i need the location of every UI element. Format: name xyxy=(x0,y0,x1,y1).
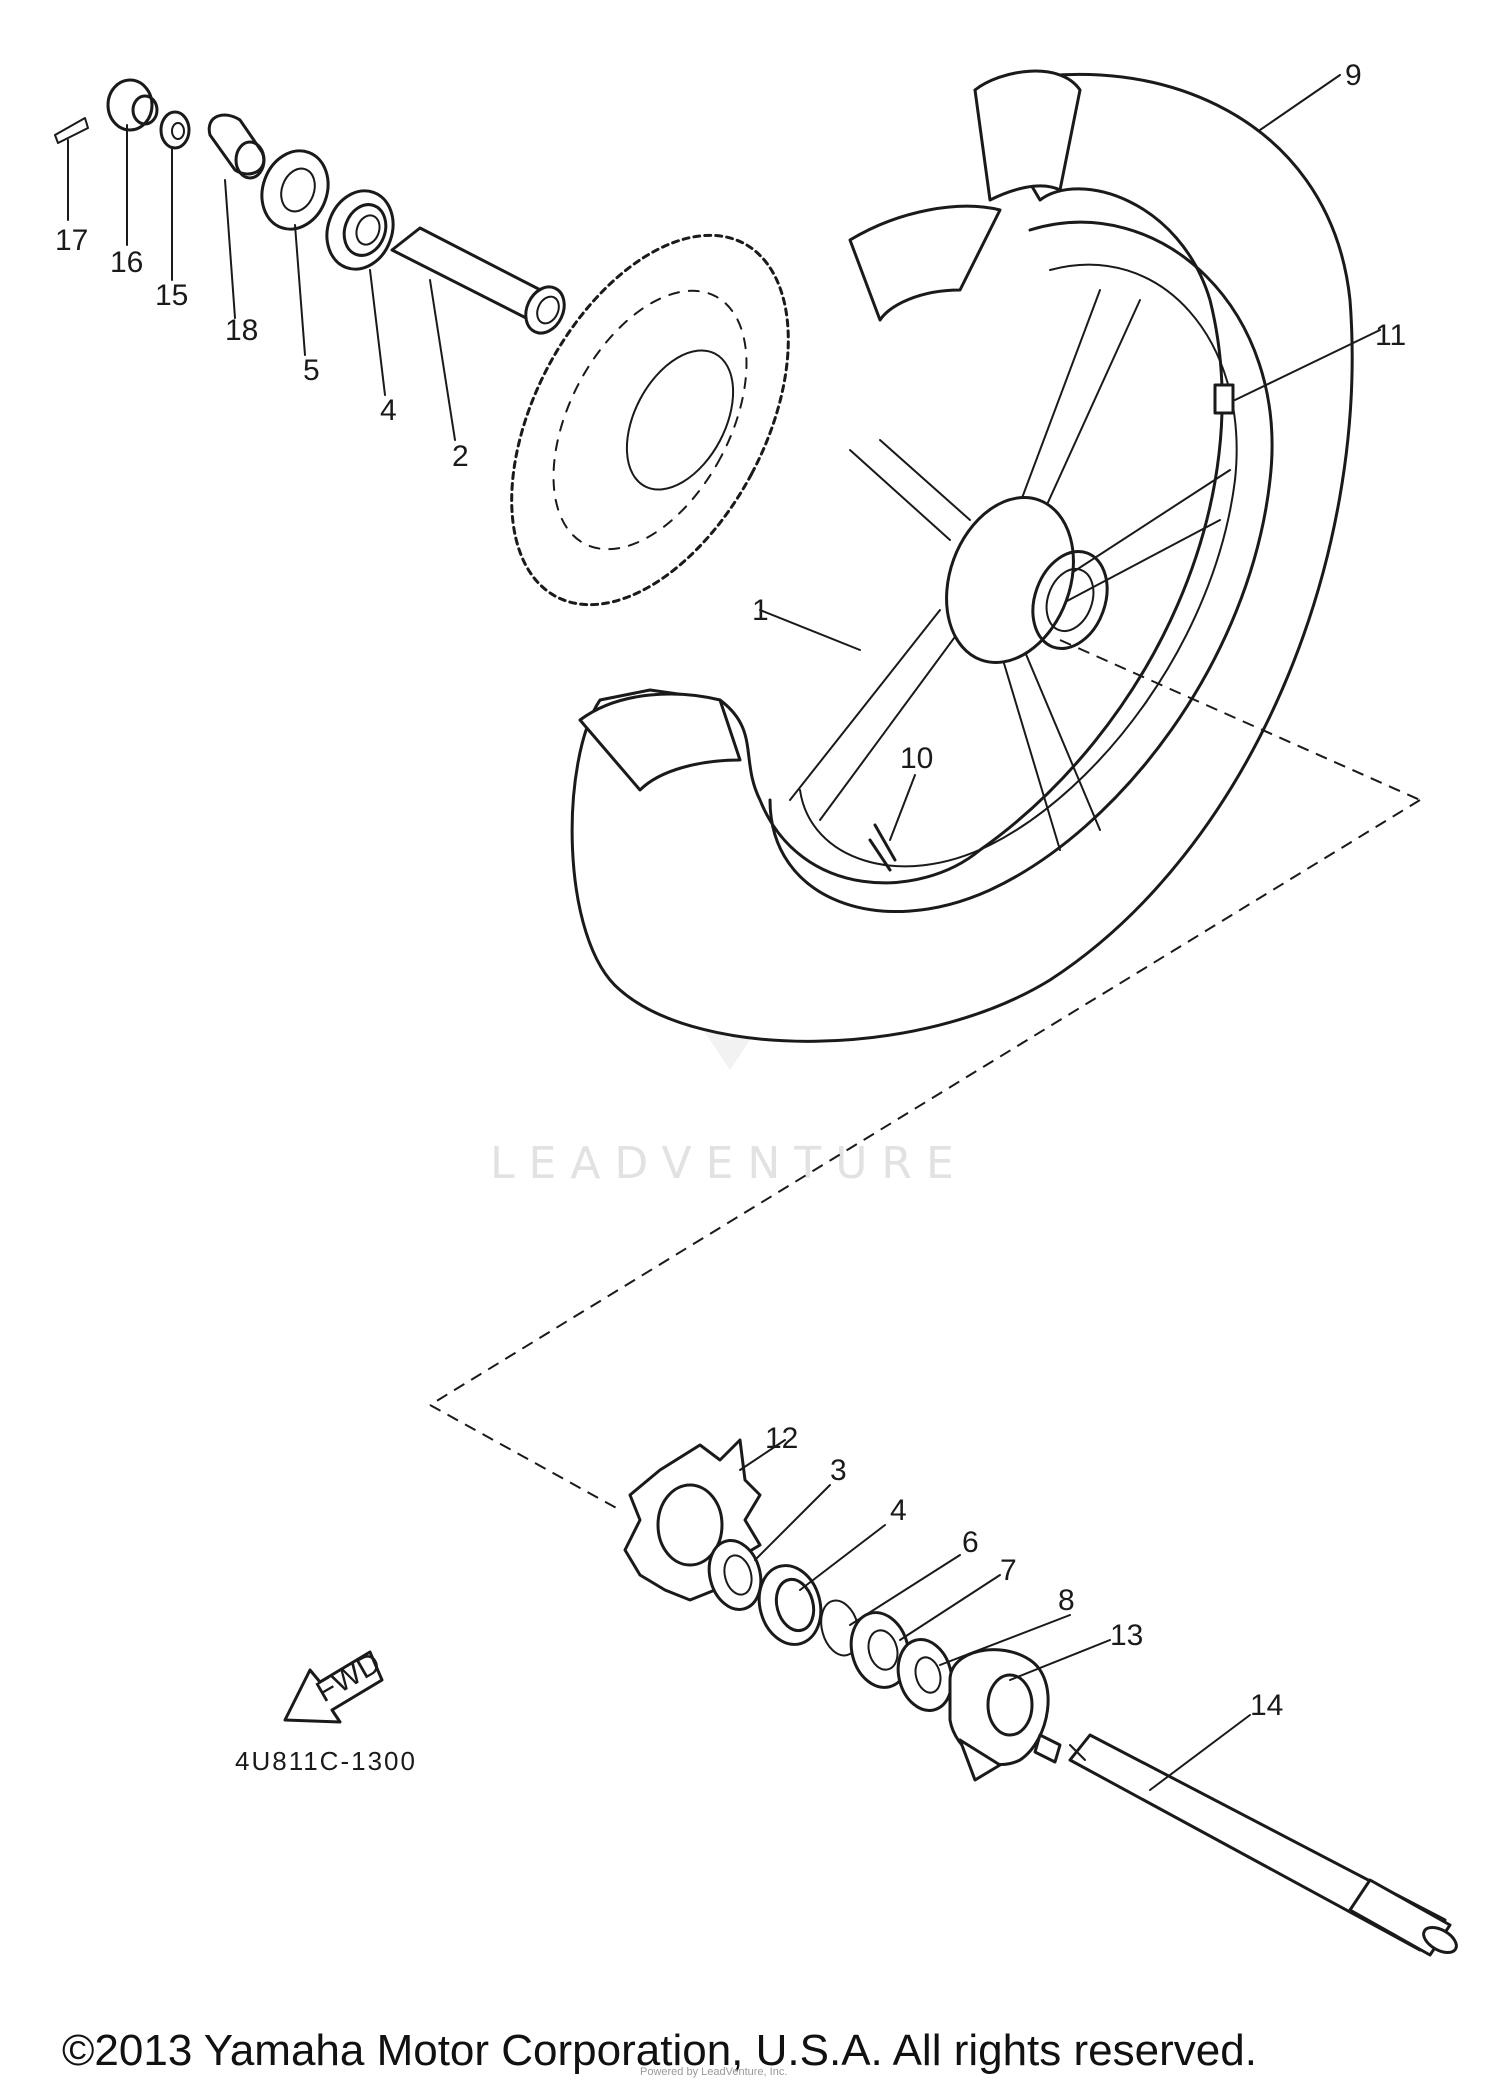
callout-18: 18 xyxy=(225,314,258,347)
powered-by-text: Powered by LeadVenture, Inc. xyxy=(640,2066,787,2078)
callout-12: 12 xyxy=(765,1422,798,1455)
callout-15: 15 xyxy=(155,279,188,312)
callout-14: 14 xyxy=(1250,1689,1283,1722)
dashed-assembly-lines xyxy=(429,639,1421,1511)
watermark-text: LEADVENTURE xyxy=(490,1138,968,1189)
callout-17: 17 xyxy=(55,224,88,257)
front-direction-arrow: FWD xyxy=(283,1646,386,1724)
collar-right xyxy=(896,1638,954,1712)
callout-5: 5 xyxy=(303,354,320,387)
callout-10: 10 xyxy=(900,742,933,775)
leader-lines xyxy=(67,74,1381,1791)
oil-seal xyxy=(260,149,330,231)
bearing-right xyxy=(757,1564,823,1646)
diagram-code: 4U811C-1300 xyxy=(235,1746,417,1776)
callout-3: 3 xyxy=(830,1454,847,1487)
meter-gear-unit xyxy=(948,1648,1062,1782)
callout-2: 2 xyxy=(452,440,469,473)
callout-9: 9 xyxy=(1345,59,1362,92)
brake-disc xyxy=(510,233,790,607)
cotter-pin xyxy=(54,117,89,144)
spacer-tube xyxy=(390,226,566,335)
callout-11: 11 xyxy=(1375,319,1406,352)
callout-1: 1 xyxy=(752,594,769,627)
callout-13: 13 xyxy=(1110,1619,1143,1652)
callout-4-right: 4 xyxy=(890,1494,907,1527)
wheel-axle xyxy=(1068,1733,1458,1957)
oil-seal-right xyxy=(707,1539,763,1611)
callout-16: 16 xyxy=(110,246,143,279)
copyright-notice: ©2013 Yamaha Motor Corporation, U.S.A. A… xyxy=(62,2026,1257,2075)
wheel-and-tire xyxy=(570,69,1354,1043)
collar xyxy=(207,113,266,180)
callout-4-left: 4 xyxy=(380,394,397,427)
callout-8: 8 xyxy=(1058,1584,1075,1617)
washer xyxy=(159,110,191,150)
bearing-left xyxy=(325,189,395,271)
axle-nut xyxy=(106,78,159,132)
callout-6: 6 xyxy=(962,1526,979,1559)
callout-7: 7 xyxy=(1000,1554,1017,1587)
